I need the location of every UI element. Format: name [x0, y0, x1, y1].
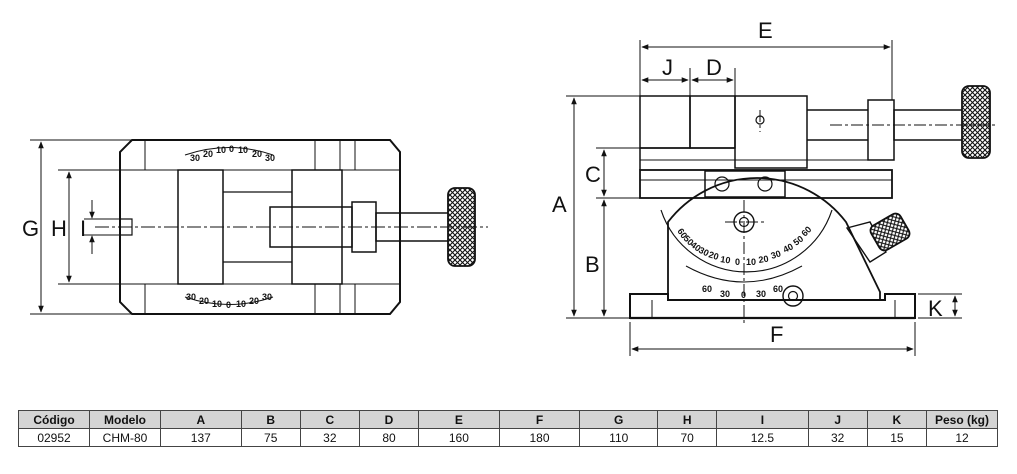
side-outer-scale-label: 30	[720, 289, 730, 299]
table-cell: 02952	[18, 428, 90, 447]
side-scale-label: 0	[735, 257, 740, 267]
top-scale-arc	[184, 147, 274, 156]
table-header-cell: F	[498, 410, 581, 429]
dim-label-c: C	[585, 162, 601, 187]
bottom-scale-label: 10	[236, 299, 246, 309]
table-header-cell: D	[358, 410, 420, 429]
side-scale-label: 10	[720, 254, 731, 265]
side-view	[629, 95, 967, 320]
table-cell: 80	[358, 428, 420, 447]
table-cell: 32	[807, 428, 868, 447]
bottom-scale-label: 30	[186, 292, 196, 302]
dim-label-j: J	[662, 55, 673, 80]
side-scale-label: 60	[675, 226, 689, 240]
technical-drawing: 30 20 10 0 10 20 30 30 20 10 0 10 20 30 …	[22, 18, 998, 356]
table-cell: 160	[418, 428, 500, 447]
vise-body-outline	[119, 139, 401, 315]
table-cell: 75	[240, 428, 301, 447]
side-scale-label: 50	[791, 234, 805, 248]
top-scale-label: 20	[252, 149, 262, 159]
top-scale: 30 20 10 0 10 20 30	[190, 144, 275, 163]
screw-nut-side	[867, 99, 895, 161]
locking-bolt	[782, 285, 804, 307]
movable-jaw-side	[734, 95, 808, 169]
side-scale-label: 10	[746, 257, 756, 267]
table-cell: 12	[926, 428, 998, 447]
table-header-cell: Modelo	[89, 410, 161, 429]
bottom-scale-label: 30	[262, 292, 272, 302]
base-plate	[629, 293, 916, 319]
top-scale-label: 10	[238, 145, 248, 155]
bottom-scale-label: 20	[249, 296, 259, 306]
side-scale-label: 60	[799, 224, 813, 238]
side-view-dimensions	[566, 40, 962, 356]
top-view-dimensions	[30, 139, 178, 315]
bottom-scale-label: 20	[199, 296, 209, 306]
dim-label-k: K	[928, 296, 943, 321]
bottom-scale: 30 20 10 0 10 20 30	[186, 292, 272, 310]
side-scale-label: 30	[697, 245, 710, 258]
table-header-cell: K	[866, 410, 928, 429]
side-outer-scale-label: 0	[741, 290, 746, 300]
bottom-scale-label: 0	[226, 300, 231, 310]
bottom-scale-arc	[184, 296, 274, 305]
table-cell: CHM-80	[89, 428, 161, 447]
bottom-scale-label: 10	[212, 299, 222, 309]
dim-label-i: I	[80, 216, 86, 241]
top-scale-label: 10	[216, 145, 226, 155]
table-header-cell: H	[657, 410, 718, 429]
side-outer-scale-label: 30	[756, 289, 766, 299]
table-header-cell: Código	[18, 410, 90, 429]
side-outer-scale-label: 60	[702, 284, 712, 294]
fixed-jaw-side	[639, 95, 691, 149]
lock-handle-knob	[869, 212, 911, 252]
dim-label-h: H	[51, 216, 67, 241]
table-header-cell: A	[160, 410, 242, 429]
table-header-cell: Peso (kg)	[926, 410, 998, 429]
side-scale-label: 20	[707, 249, 720, 262]
top-scale-label: 30	[190, 153, 200, 163]
specifications-table: Código Modelo A B C D E F G H I J K Peso…	[18, 410, 998, 447]
protractor-sector	[660, 209, 833, 273]
table-cell: 137	[160, 428, 242, 447]
table-cell: 70	[657, 428, 718, 447]
table-row: 02952 CHM-80 137 75 32 80 160 180 110 70…	[18, 428, 998, 447]
dim-label-f: F	[770, 322, 783, 347]
side-outer-scale-label: 60	[773, 284, 783, 294]
table-cell: 15	[866, 428, 928, 447]
table-header-cell: G	[579, 410, 659, 429]
side-scale-label: 30	[770, 248, 783, 261]
side-scale-label: 40	[781, 241, 794, 254]
table-header-cell: J	[807, 410, 868, 429]
jaw-insert	[689, 95, 736, 149]
table-header-cell: I	[716, 410, 809, 429]
side-view-centerlines	[725, 110, 998, 325]
table-cell: 110	[579, 428, 659, 447]
top-scale-label: 0	[229, 144, 234, 154]
top-scale-label: 20	[203, 149, 213, 159]
dim-label-g: G	[22, 216, 39, 241]
table-header-cell: E	[418, 410, 500, 429]
dim-label-a: A	[552, 192, 567, 217]
side-outer-scale: 60 30 0 30 60	[702, 284, 783, 300]
side-scale-label: 40	[689, 240, 703, 254]
table-header-cell: B	[240, 410, 301, 429]
dim-label-b: B	[585, 252, 600, 277]
side-scale-label: 20	[758, 254, 769, 265]
table-cell: 12.5	[716, 428, 809, 447]
table-header-cell: C	[299, 410, 360, 429]
tilting-plate	[639, 169, 893, 199]
table-cell: 32	[299, 428, 360, 447]
table-header-row: Código Modelo A B C D E F G H I J K Peso…	[18, 410, 998, 429]
dim-label-d: D	[706, 55, 722, 80]
table-cell: 180	[498, 428, 581, 447]
top-scale-label: 30	[265, 153, 275, 163]
side-view-handwheel	[961, 85, 991, 159]
dim-label-e: E	[758, 18, 773, 43]
